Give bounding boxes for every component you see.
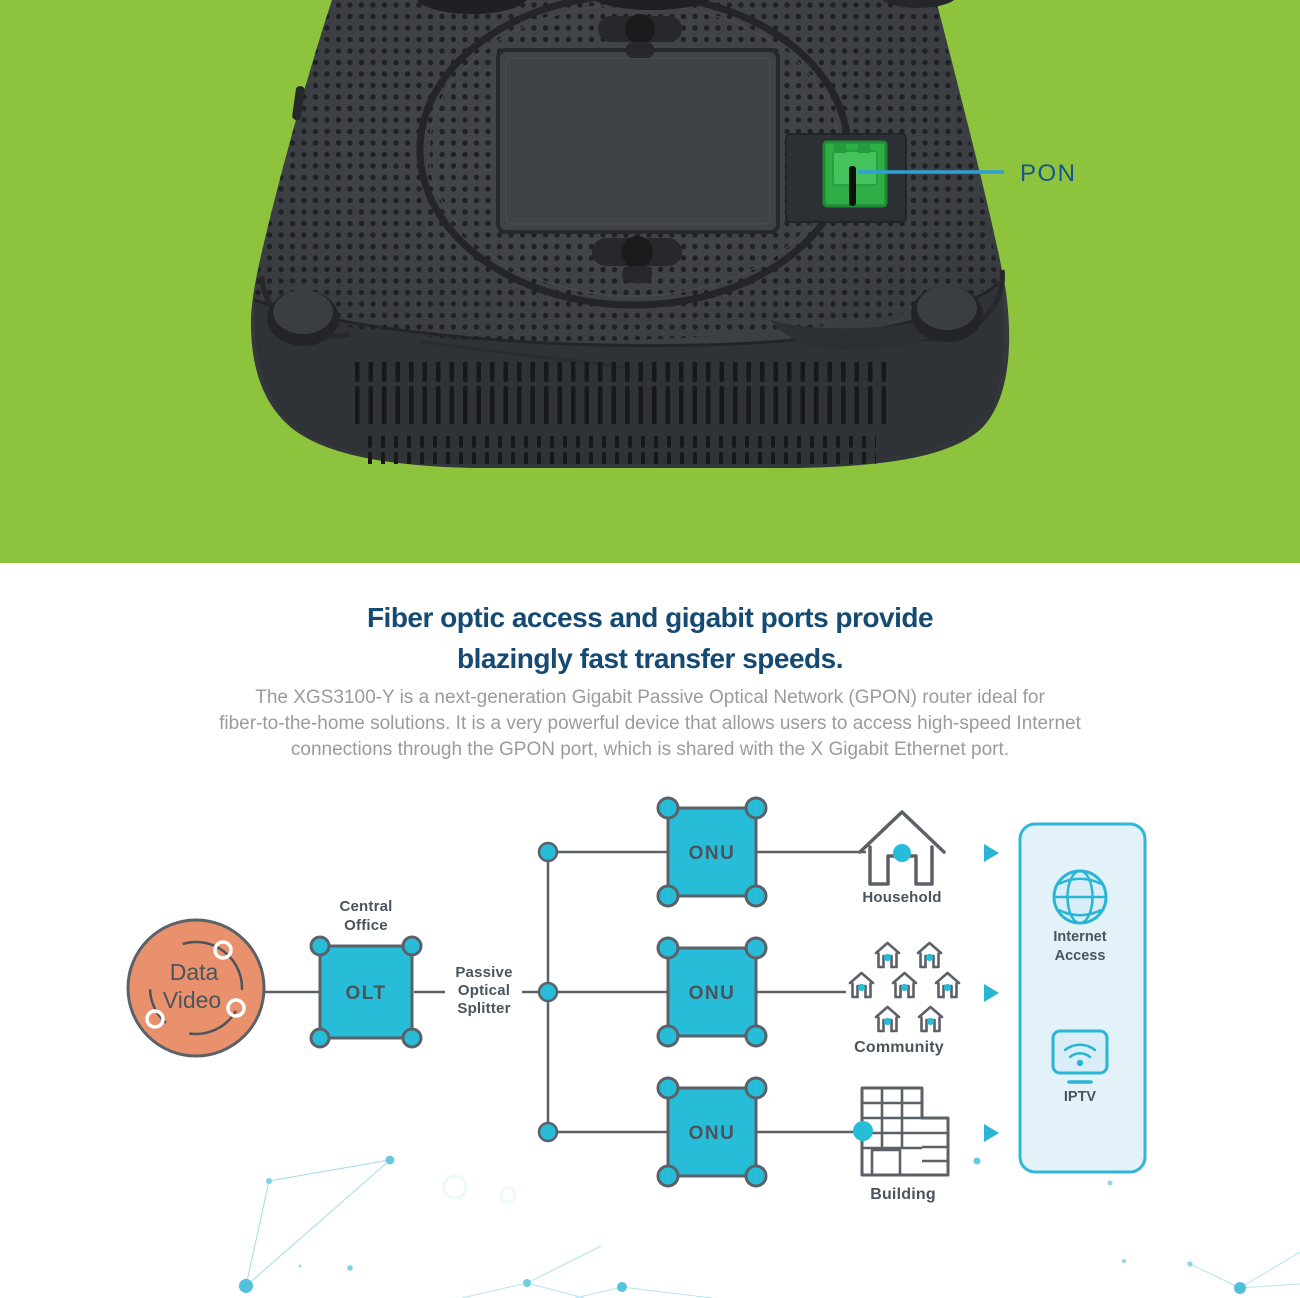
internet-access-label-2: Access [1055,948,1106,964]
iptv-label: IPTV [1064,1089,1097,1105]
keyhole-middle [592,236,682,283]
paragraph-line2: fiber-to-the-home solutions. It is a ver… [219,713,1081,734]
section-heading: Fiber optic access and gigabit ports pro… [0,597,1300,679]
source-label-data: Data [170,959,219,985]
ring-nodes [145,940,246,1029]
top-edge-shape [594,0,710,10]
splitter-label-1: Passive [455,964,512,981]
pon-port [785,133,907,223]
constellation-decoration [239,1155,1300,1298]
rubber-foot-right [911,286,983,342]
onu-mid-label: ONU [689,983,736,1004]
source-label-video: Video [163,987,221,1013]
keyhole-top [598,14,682,58]
gpon-network-diagram: Data Video Central Office OLT Passive Op… [126,796,1300,1298]
onu-bottom-label: ONU [689,1123,736,1144]
household-label: Household [862,889,941,906]
rubber-foot-left [267,290,339,346]
onu-node-mid: ONU [656,936,768,1048]
iptv-icon [1051,1029,1109,1084]
side-button [292,86,305,121]
paragraph-line1: The XGS3100-Y is a next-generation Gigab… [255,687,1045,708]
arrow-icons [984,844,999,1142]
olt-node: OLT [309,935,423,1049]
splitter-label-2: Optical [458,982,510,999]
olt-label: OLT [345,983,386,1004]
onu-node-bottom: ONU [656,1076,768,1188]
internet-access-label-1: Internet [1053,929,1106,945]
paragraph-line3: connections through the GPON port, which… [290,739,1010,760]
central-office-label-1: Central [339,898,392,915]
top-edge-shape [881,0,955,8]
onu-top-label: ONU [689,843,736,864]
community-label: Community [854,1039,944,1056]
pon-label: PON [1020,160,1077,187]
globe-icon [1052,869,1108,925]
data-video-source-node: Data Video [126,918,266,1058]
front-vents-row2 [366,436,876,464]
heading-line2: blazingly fast transfer speeds. [457,643,843,674]
central-office-label-2: Office [344,917,388,934]
molded-pad-right [770,312,965,350]
building-icon [853,1086,950,1177]
front-vents-row1 [352,362,892,424]
household-icon [858,810,946,886]
splitter-label-3: Splitter [457,1000,510,1017]
services-panel: Internet Access IPTV [1018,822,1147,1174]
hero-section: PON [0,0,1300,563]
router-bottom-photo: PON [250,0,1077,468]
arrow-icon-mid [984,984,999,1002]
building-label: Building [870,1186,936,1203]
arrow-icon-top [984,844,999,862]
onu-node-top: ONU [656,796,768,908]
section-paragraph: The XGS3100-Y is a next-generation Gigab… [0,685,1300,763]
top-edge-shape [417,0,527,14]
community-icon [848,941,961,1033]
label-recess [496,48,780,234]
heading-line1: Fiber optic access and gigabit ports pro… [366,602,934,633]
splitter-junction-dots [537,841,559,1143]
arrow-icon-bottom [984,1124,999,1142]
